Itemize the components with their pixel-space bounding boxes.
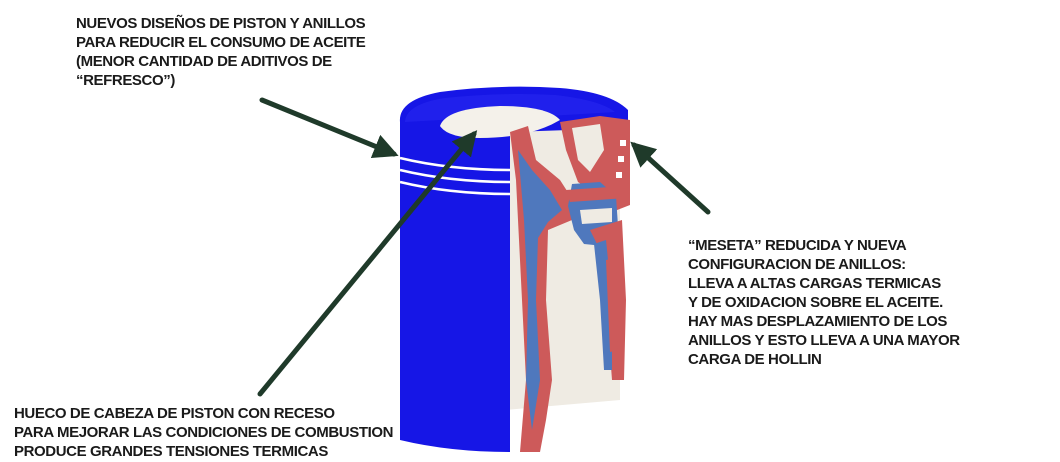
annotation-line: CONFIGURACION DE ANILLOS: [688,255,960,274]
annotation-line: ANILLOS Y ESTO LLEVA A UNA MAYOR [688,331,960,350]
annotation-line: “REFRESCO”) [76,71,365,90]
annotation-line: “MESETA” REDUCIDA Y NUEVA [688,236,960,255]
annotation-meseta: “MESETA” REDUCIDA Y NUEVA CONFIGURACION … [688,236,960,369]
annotation-line: HUECO DE CABEZA DE PISTON CON RECESO [14,404,393,423]
annotation-line: PARA MEJORAR LAS CONDICIONES DE COMBUSTI… [14,423,393,442]
annotation-line: (MENOR CANTIDAD DE ADITIVOS DE [76,52,365,71]
annotation-line: PARA REDUCIR EL CONSUMO DE ACEITE [76,33,365,52]
annotation-line: CARGA DE HOLLIN [688,350,960,369]
annotation-line: PRODUCE GRANDES TENSIONES TERMICAS [14,442,393,461]
annotation-line: NUEVOS DISEÑOS DE PISTON Y ANILLOS [76,14,365,33]
arrow-top-to-rings [262,100,394,154]
arrow-right-to-meseta [634,145,708,212]
annotation-line: LLEVA A ALTAS CARGAS TERMICAS [688,274,960,293]
piston-icon [400,87,630,452]
annotation-line: HAY MAS DESPLAZAMIENTO DE LOS [688,312,960,331]
annotation-piston-rings: NUEVOS DISEÑOS DE PISTON Y ANILLOS PARA … [76,14,365,90]
annotation-line: Y DE OXIDACION SOBRE EL ACEITE. [688,293,960,312]
annotation-crown-bowl: HUECO DE CABEZA DE PISTON CON RECESO PAR… [14,404,393,461]
